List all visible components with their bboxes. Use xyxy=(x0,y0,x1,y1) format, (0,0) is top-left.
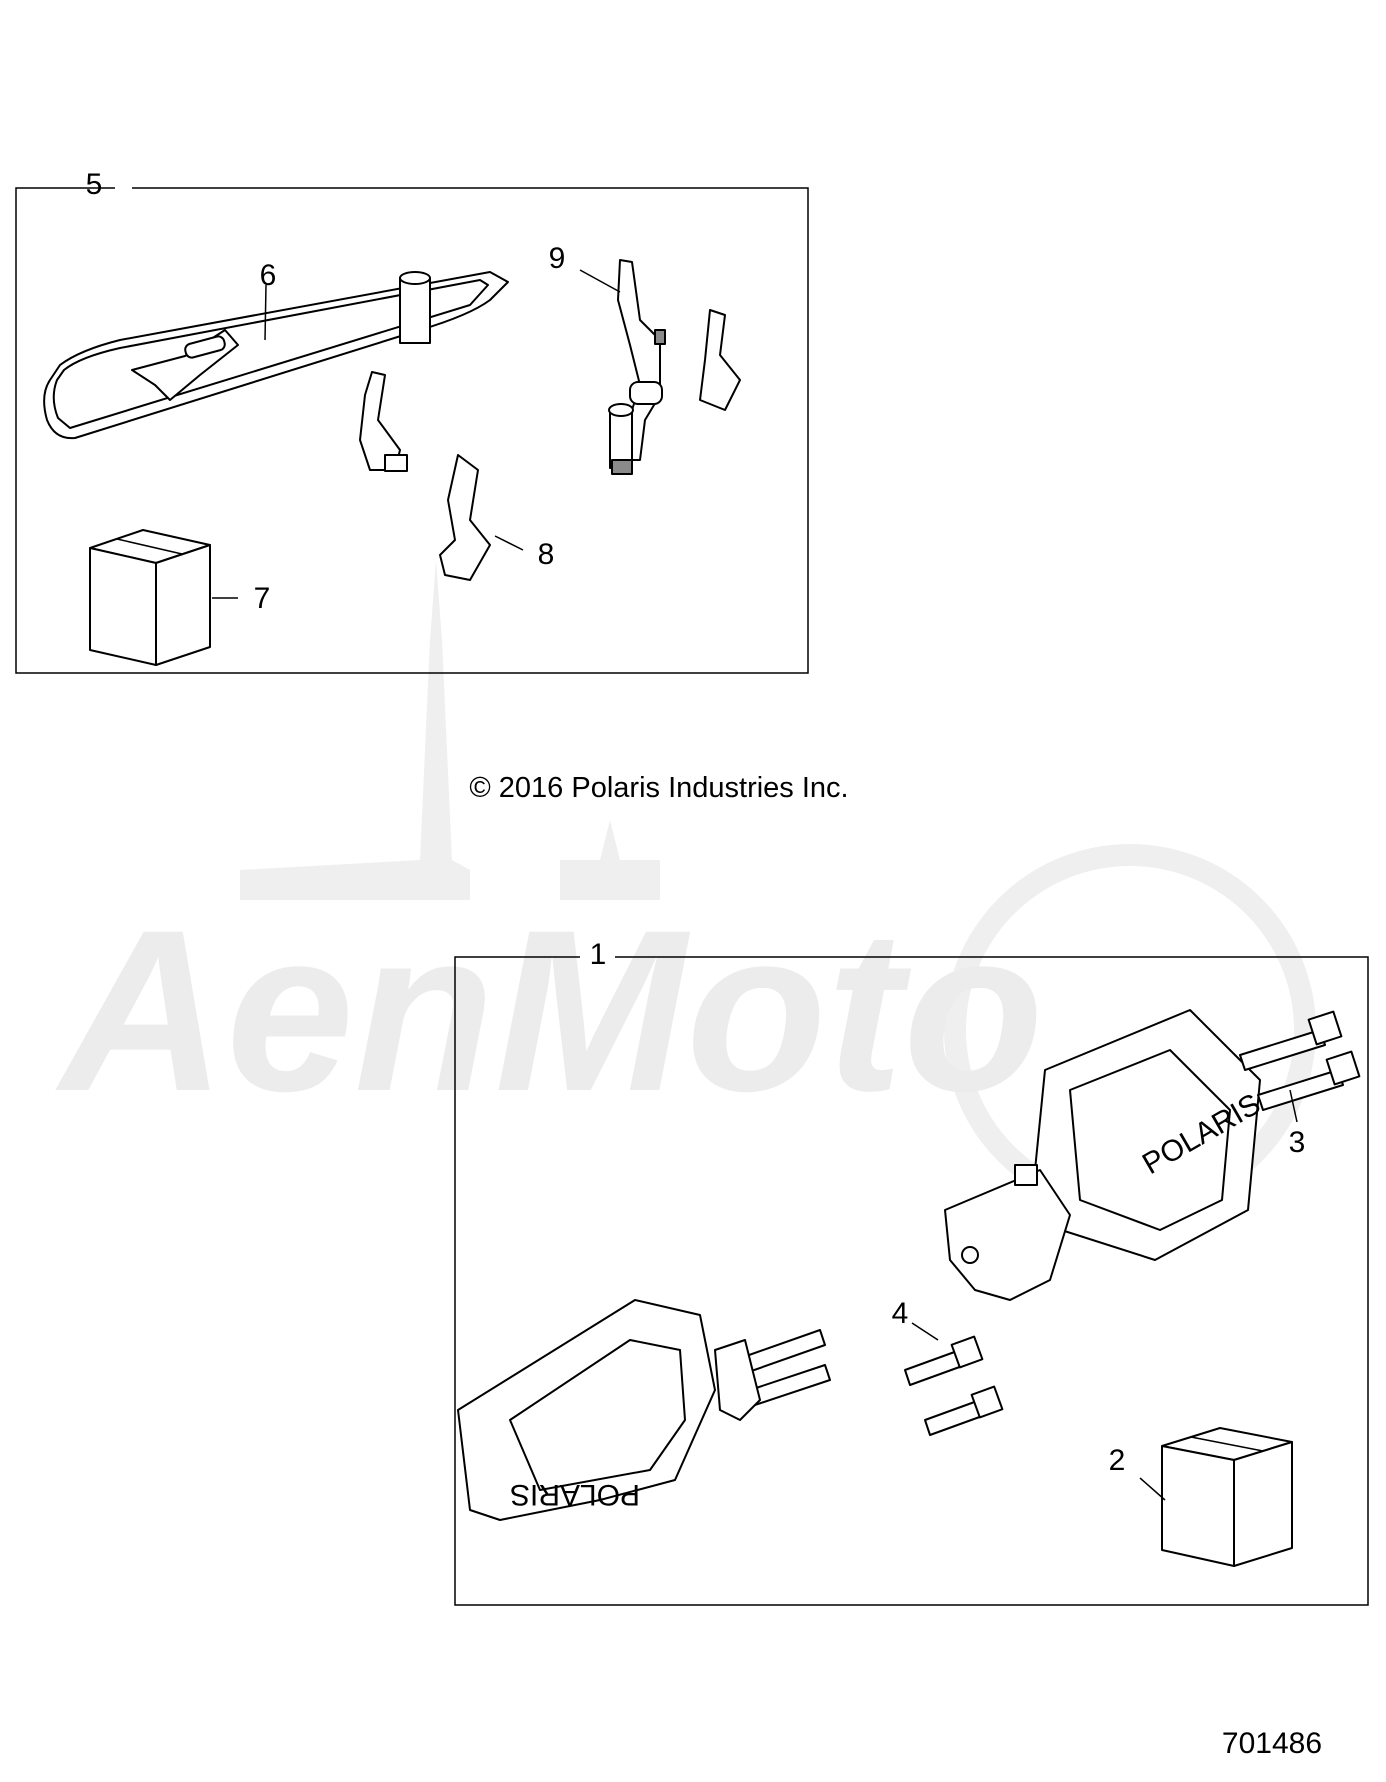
box-part-7: 7 xyxy=(89,529,271,666)
callout-9: 9 xyxy=(549,242,566,275)
clamp-bolt-part-9: 9 xyxy=(549,242,666,475)
callout-3: 3 xyxy=(1289,1126,1306,1159)
callout-8: 8 xyxy=(538,538,555,571)
logo-text-left: POLARIS xyxy=(510,1478,640,1511)
callout-1: 1 xyxy=(590,938,607,971)
callout-6: 6 xyxy=(260,259,277,292)
callout-5: 5 xyxy=(86,168,103,201)
side-mirror-left: POLARIS xyxy=(457,1299,831,1521)
copyright-text: © 2016 Polaris Industries Inc. xyxy=(469,772,848,804)
callout-4: 4 xyxy=(892,1297,909,1330)
bolts-part-4: 4 xyxy=(892,1297,1004,1436)
watermark: AenMoto xyxy=(55,560,1316,1216)
callout-7: 7 xyxy=(254,582,271,615)
callout-2: 2 xyxy=(1109,1444,1126,1477)
kit-1-frame: 1 xyxy=(454,938,1369,1606)
clamp-part-8: 8 xyxy=(359,309,741,581)
side-mirror-right: POLARIS xyxy=(944,1009,1266,1301)
document-number: 701486 xyxy=(1222,1727,1322,1760)
rearview-mirror-part-6: 6 xyxy=(43,259,509,440)
watermark-text: AenMoto xyxy=(55,882,1044,1139)
kit-5-frame: 5 xyxy=(15,168,809,674)
box-part-2: 2 xyxy=(1109,1427,1293,1567)
bolts-part-3: 3 xyxy=(1239,1010,1361,1159)
